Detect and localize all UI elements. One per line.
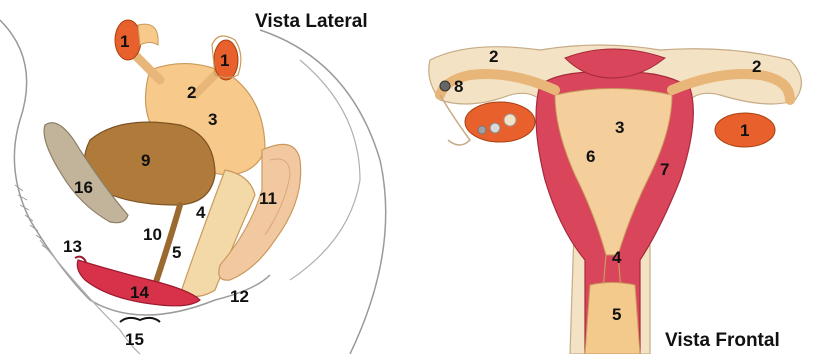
frontal-follicle-1	[504, 114, 516, 126]
label-lateral-5: 5	[172, 243, 181, 262]
frontal-ovary-left	[465, 102, 535, 142]
label-frontal-8: 8	[454, 77, 463, 96]
label-lateral-9: 9	[141, 151, 150, 170]
label-frontal-2a: 2	[489, 47, 498, 66]
label-lateral-4: 4	[196, 203, 206, 222]
label-lateral-3: 3	[208, 110, 217, 129]
label-frontal-1: 1	[740, 121, 749, 140]
label-lateral-11: 11	[259, 189, 277, 208]
frontal-follicle-3	[478, 126, 486, 134]
label-frontal-4: 4	[612, 248, 622, 267]
title-frontal: Vista Frontal	[665, 330, 780, 351]
label-frontal-3: 3	[615, 118, 624, 137]
frontal-egg	[440, 81, 450, 91]
label-lateral-2: 2	[187, 83, 196, 102]
lateral-brace	[120, 318, 160, 322]
label-frontal-7: 7	[660, 160, 669, 179]
frontal-view: 2 2 8 3 6 7 1 4 5 Vista Frontal	[429, 45, 802, 354]
label-lateral-1b: 1	[220, 51, 229, 70]
frontal-follicle-2	[490, 123, 500, 133]
label-frontal-5: 5	[612, 305, 621, 324]
label-lateral-1a: 1	[120, 32, 129, 51]
title-lateral: Vista Lateral	[255, 11, 368, 32]
label-lateral-12: 12	[230, 287, 249, 306]
label-lateral-16: 16	[74, 178, 93, 197]
label-frontal-2b: 2	[752, 57, 761, 76]
label-lateral-14: 14	[130, 283, 149, 302]
label-lateral-10: 10	[143, 225, 162, 244]
label-lateral-13: 13	[63, 237, 82, 256]
label-frontal-6: 6	[586, 147, 595, 166]
lateral-fimbria-left	[138, 24, 158, 45]
label-lateral-15: 15	[125, 330, 144, 349]
lateral-view: 1 1 2 3 9 16 4 10 11 5 13 14 12 15 Vista…	[0, 11, 386, 354]
